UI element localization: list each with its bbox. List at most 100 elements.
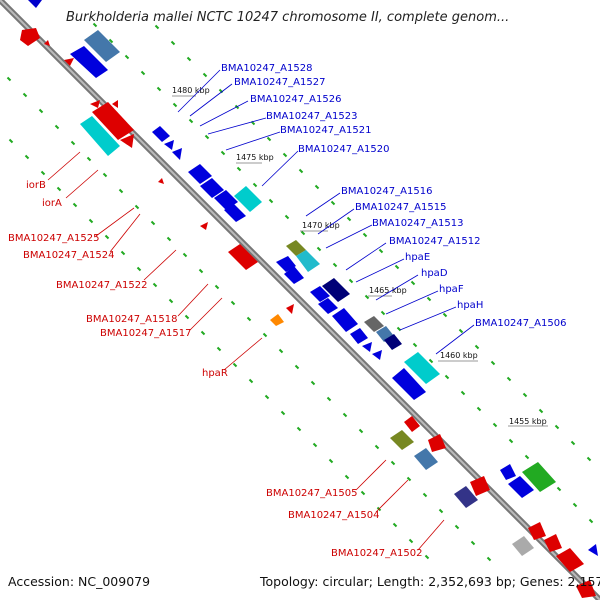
ruler-tick [316,246,322,252]
gene-label-red: iorB [26,180,46,191]
ruler-tick [40,170,46,176]
ruler-tick [458,328,464,334]
red-gene-labels [47,151,445,551]
gene-arrow [528,522,546,540]
ruler-tick [522,392,528,398]
ruler-tick [426,296,432,302]
gene-label-red: iorA [42,198,62,209]
ruler-tick [56,186,62,192]
gene-block [404,416,420,432]
ruler-tick [428,358,434,364]
gene-block [284,266,304,284]
gene-arrow [164,140,174,150]
gene-arrow [576,580,596,598]
ruler-tick [312,442,318,448]
gene-block [404,352,440,384]
ruler-tick [92,22,98,28]
ruler-tick [24,154,30,160]
ruler-tick [262,332,268,338]
gene-label-blue: BMA10247_A1506 [475,318,566,329]
ruler-tick [332,262,338,268]
gene-arrow [500,464,516,480]
gene-block [152,126,170,142]
ruler-tick [188,118,194,124]
ruler-tick [220,150,226,156]
map-title: Burkholderia mallei NCTC 10247 chromosom… [66,10,510,25]
kbp-marker: 1470 kbp [302,221,340,230]
ruler-tick [342,412,348,418]
gene-arrow [470,476,490,496]
ruler-tick [476,406,482,412]
ruler-tick [140,70,146,76]
ruler-tick [556,486,562,492]
gene-arrow [362,342,372,352]
kbp-marker: 1455 kbp [509,417,547,426]
ruler-tick [54,124,60,130]
ruler-tick [88,218,94,224]
ruler-tick [460,390,466,396]
gene-label-red: BMA10247_A1504 [288,510,379,521]
ruler-tick [86,156,92,162]
ruler-tick [170,40,176,46]
ruler-tick [6,76,12,82]
gene-block [92,102,134,140]
ruler-tick [378,248,384,254]
ruler-tick [118,188,124,194]
gene-block [286,240,306,256]
ruler-tick [296,426,302,432]
gene-label-red: BMA10247_A1517 [100,328,191,339]
topology-summary: Topology: circular; Length: 2,352,693 bp… [260,574,600,589]
ruler-tick [22,92,28,98]
ruler-tick [358,428,364,434]
gene-label-blue: BMA10247_A1520 [298,144,389,155]
gene-block [200,178,224,198]
gene-label-red: BMA10247_A1522 [56,280,147,291]
ruler-tick [424,554,430,560]
ruler-tick [394,264,400,270]
gene-arrow [120,134,134,148]
gene-arrow [544,534,562,552]
ruler-tick [168,298,174,304]
gene-block [214,190,238,210]
gene-block [556,548,584,572]
ruler-tick [344,474,350,480]
ruler-tick [120,250,126,256]
gene-arrow [588,544,598,556]
ruler-tick [268,198,274,204]
gene-arrow [158,178,164,184]
ruler-tick [380,310,386,316]
gene-arrow [28,0,42,8]
ruler-tick [202,72,208,78]
gene-label-red: BMA10247_A1524 [23,250,114,261]
gene-arrow [64,58,74,66]
ruler-tick [182,252,188,258]
kbp-marker: 1460 kbp [440,351,478,360]
ruler-tick [474,344,480,350]
ruler-tick [198,268,204,274]
ruler-tick [328,458,334,464]
ruler-tick [390,460,396,466]
ruler-tick [410,280,416,286]
ruler-tick [586,456,592,462]
gene-label-blue: BMA10247_A1523 [266,111,357,122]
ruler-tick [326,396,332,402]
gene-block [512,536,534,556]
ruler-tick [108,38,114,44]
ruler-tick [406,476,412,482]
ruler-tick [408,538,414,544]
gene-block [454,486,478,508]
gene-arrow [90,100,100,108]
ruler-tick [280,410,286,416]
ruler-tick [294,364,300,370]
ruler-tick [136,266,142,272]
gene-block [318,298,338,314]
ruler-tick [392,522,398,528]
gene-label-blue: BMA10247_A1528 [221,63,312,74]
kbp-marker: 1475 kbp [236,153,274,162]
gene-label-red: BMA10247_A1502 [331,548,422,559]
gene-label-blue: BMA10247_A1526 [250,94,341,105]
ruler-tick [102,172,108,178]
ruler-tick [490,360,496,366]
